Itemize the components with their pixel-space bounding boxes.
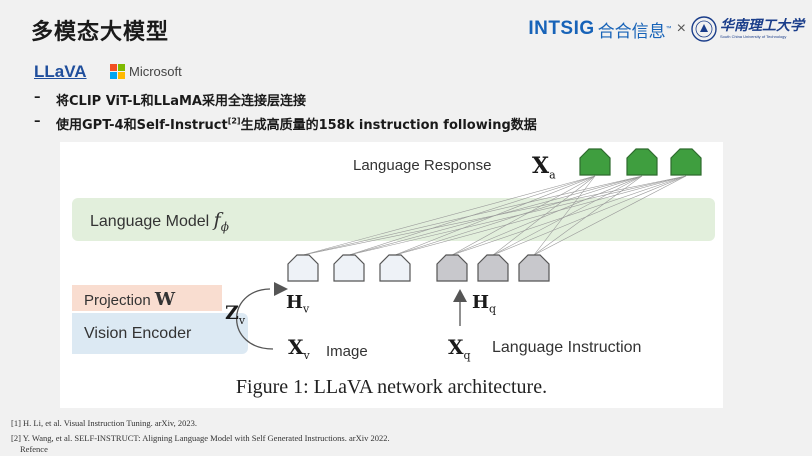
xq-symbol: Xq xyxy=(448,335,471,362)
university-name-cn: 华南理工大学 xyxy=(720,18,804,34)
connection-line xyxy=(348,175,596,256)
image-label: Image xyxy=(326,343,368,360)
reference-item: [2] Y. Wang, et al. SELF-INSTRUCT: Align… xyxy=(11,433,390,443)
microsoft-icon xyxy=(110,64,125,79)
bullet-item: – 使用GPT-4和Self-Instruct[2]生成高质量的158k ins… xyxy=(34,114,537,133)
connection-line xyxy=(533,175,643,256)
zv-symbol: Zv xyxy=(225,302,246,327)
vision-encoder-block xyxy=(72,313,248,354)
connection-line xyxy=(492,175,643,256)
university-name-en: South China University of Technology xyxy=(720,34,787,39)
connection-line xyxy=(451,175,596,256)
bullet-text: 将CLIP ViT-L和LLaMA采用全连接层连接 xyxy=(56,94,306,109)
microsoft-logo: Microsoft xyxy=(110,64,182,79)
vision-encoder-label: Vision Encoder xyxy=(84,325,192,342)
bullet-dash: – xyxy=(34,90,41,105)
connection-line xyxy=(492,175,687,256)
projection-label: Projection W xyxy=(84,289,176,310)
arrow-head-icon xyxy=(453,289,467,302)
logo-bar: INTSIG 合合信息 ™ × 华南理工大学 South China Unive… xyxy=(528,12,804,46)
figure-caption: Figure 1: LLaVA network architecture. xyxy=(235,376,548,398)
citation-link[interactable]: [2] xyxy=(227,116,241,126)
times-symbol: × xyxy=(676,20,686,37)
zv-curve-arrow xyxy=(236,288,274,350)
connection-line xyxy=(394,175,687,256)
connection-line xyxy=(533,175,687,256)
xv-symbol: Xv xyxy=(288,335,310,362)
projection-block xyxy=(72,285,222,311)
connection-line xyxy=(394,175,643,256)
architecture-figure: Language Response Xa Language Model fϕ P… xyxy=(60,142,723,408)
visual-token xyxy=(287,254,319,282)
language-model-label: Language Model fϕ xyxy=(90,209,229,234)
architecture-diagram xyxy=(236,148,702,350)
language-response-label: Language Response xyxy=(353,157,492,174)
visual-token xyxy=(333,254,365,282)
connection-line xyxy=(394,175,596,256)
hv-symbol: Hv xyxy=(286,292,310,316)
reference-item: Refence xyxy=(20,444,48,454)
bullet-dash: – xyxy=(34,114,41,129)
slide-title: 多模态大模型 xyxy=(31,20,170,45)
connection-line xyxy=(302,175,596,256)
instruction-token xyxy=(477,254,509,282)
visual-token xyxy=(379,254,411,282)
university-logo: 华南理工大学 South China University of Technol… xyxy=(720,19,804,39)
bullet-text: 使用GPT-4和Self-Instruct[2]生成高质量的158k instr… xyxy=(56,116,537,133)
llava-heading[interactable]: LLaVA xyxy=(34,62,87,81)
university-seal-icon xyxy=(691,16,717,42)
connection-line xyxy=(533,175,596,256)
connection-line xyxy=(451,175,643,256)
language-instruction-label: Language Instruction xyxy=(492,339,642,356)
microsoft-label: Microsoft xyxy=(129,64,182,79)
attention-connections xyxy=(302,175,687,256)
reference-item: [1] H. Li, et al. Visual Instruction Tun… xyxy=(11,418,198,428)
instruction-token xyxy=(518,254,550,282)
response-token xyxy=(579,148,611,176)
instruction-token xyxy=(436,254,468,282)
connection-line xyxy=(451,175,687,256)
response-token xyxy=(670,148,702,176)
trademark-mark: ™ xyxy=(665,26,672,32)
intsig-logo: INTSIG xyxy=(528,18,595,39)
arrow-head-icon xyxy=(274,282,288,296)
connection-line xyxy=(348,175,687,256)
connection-line xyxy=(492,175,596,256)
xa-symbol: Xa xyxy=(532,153,556,182)
response-token xyxy=(626,148,658,176)
intsig-cn-logo: 合合信息 xyxy=(597,21,666,42)
bullet-item: – 将CLIP ViT-L和LLaMA采用全连接层连接 xyxy=(34,90,306,109)
hq-symbol: Hq xyxy=(472,292,497,316)
